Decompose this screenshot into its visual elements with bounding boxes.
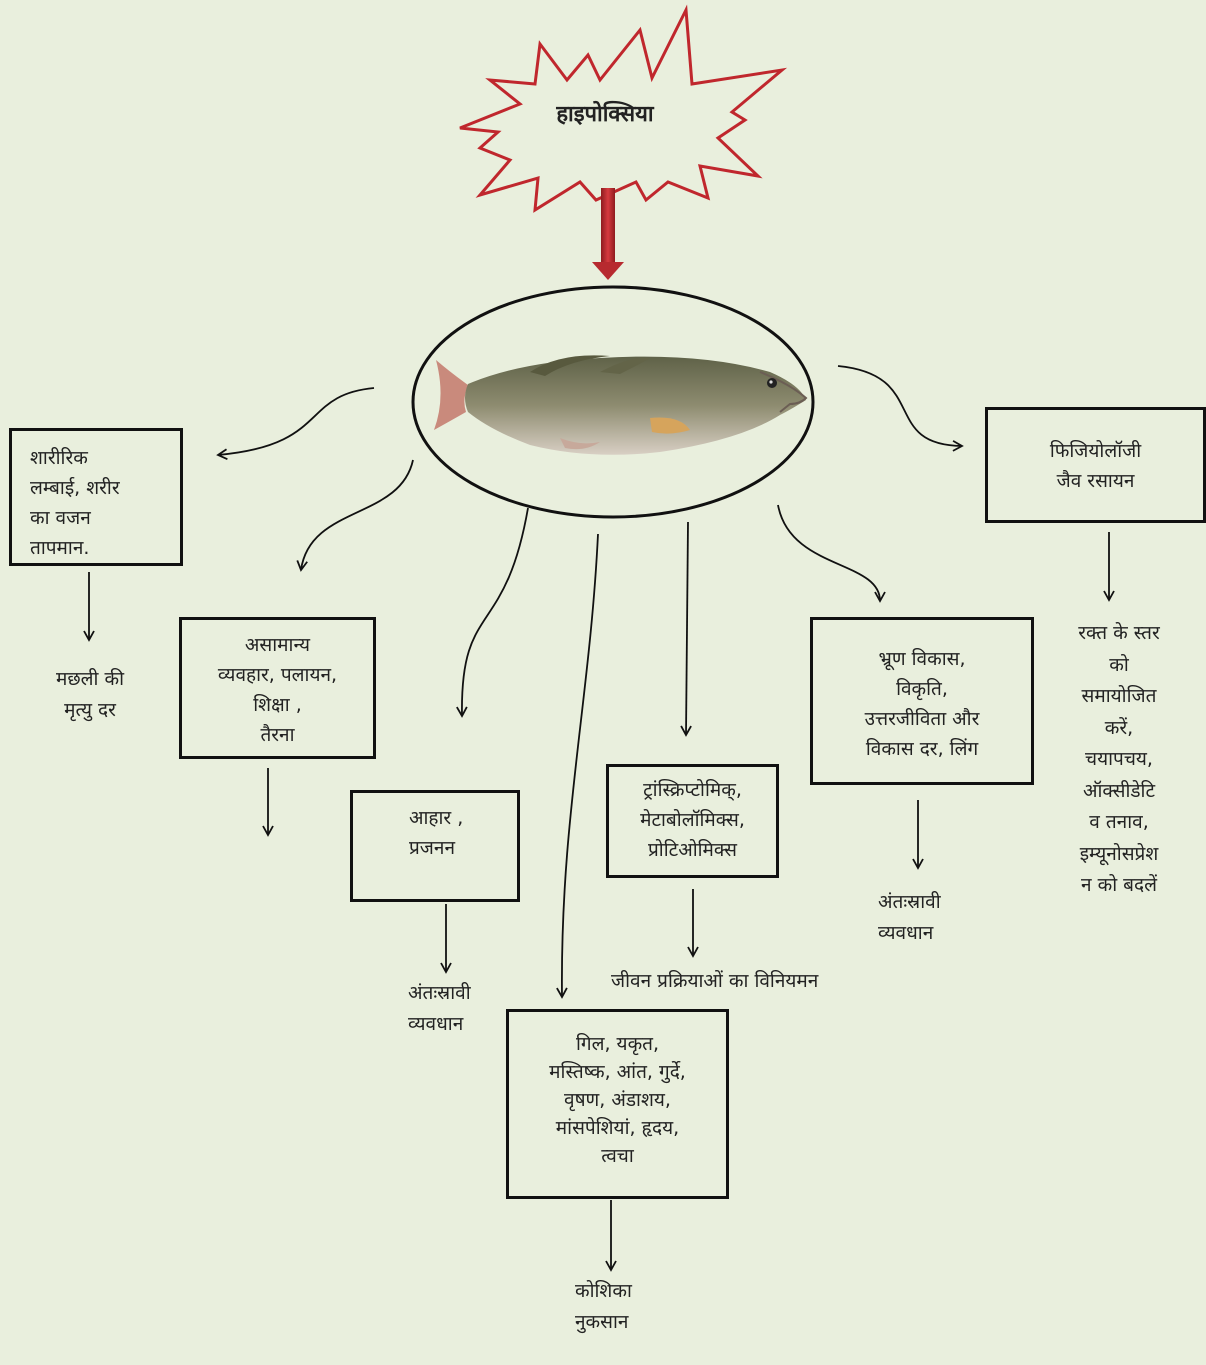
label-mortality: मछली की मृत्यु दर (30, 664, 150, 726)
line: मृत्यु दर (30, 695, 150, 726)
line: त्वचा (509, 1142, 726, 1170)
line: शिक्षा , (182, 690, 373, 720)
line: लम्बाई, शरीर (30, 473, 180, 503)
line: व्यवधान (408, 1009, 528, 1040)
line: रक्त के स्तर (1052, 618, 1186, 650)
line: ट्रांस्क्रिप्टोमिक्, (609, 775, 776, 805)
line: व तनाव, (1052, 807, 1186, 839)
line: तापमान. (30, 533, 180, 563)
line: मेटाबोलॉमिक्स, (609, 805, 776, 835)
box-omics: ट्रांस्क्रिप्टोमिक्, मेटाबोलॉमिक्स, प्रो… (606, 764, 779, 878)
line: भ्रूण विकास, (813, 644, 1031, 674)
label-cell-damage: कोशिका नुकसान (575, 1276, 695, 1338)
line: इम्यूनोसप्रेश (1052, 839, 1186, 871)
box-embryo: भ्रूण विकास, विकृति, उत्तरजीविता और विका… (810, 617, 1034, 785)
line: जीवन प्रक्रियाओं का विनियमन (611, 966, 891, 997)
line: ऑक्सीडेटि (1052, 776, 1186, 808)
connector-omics (686, 522, 688, 735)
line: का वजन (30, 503, 180, 533)
connector-embryo (778, 505, 880, 601)
line: तैरना (182, 720, 373, 750)
line: फिजियोलॉजी (988, 436, 1203, 466)
connector-diet (462, 508, 528, 716)
line: करें, (1052, 713, 1186, 745)
line: वृषण, अंडाशय, (509, 1086, 726, 1114)
line: अंतःस्रावी (878, 887, 998, 918)
line: न को बदलें (1052, 870, 1186, 902)
connector-organs (562, 534, 598, 997)
line: प्रोटिओमिक्स (609, 835, 776, 865)
connector-physiology (838, 366, 962, 446)
line: आहार , (409, 803, 517, 833)
label-life-processes: जीवन प्रक्रियाओं का विनियमन (611, 966, 891, 997)
line: गिल, यकृत, (509, 1030, 726, 1058)
line: अंतःस्रावी (408, 978, 528, 1009)
box-diet: आहार , प्रजनन (350, 790, 520, 902)
line: व्यवहार, पलायन, (182, 660, 373, 690)
box-behavior: असामान्य व्यवहार, पलायन, शिक्षा , तैरना (179, 617, 376, 759)
label-blood: रक्त के स्तर को समायोजित करें, चयापचय, ऑ… (1052, 618, 1186, 902)
connector-behavior (301, 460, 413, 570)
line: समायोजित (1052, 681, 1186, 713)
line: उत्तरजीविता और (813, 704, 1031, 734)
connector-body-metrics (218, 388, 374, 455)
line: को (1052, 650, 1186, 682)
red-down-arrow (592, 188, 624, 280)
line: नुकसान (575, 1307, 695, 1338)
box-organs: गिल, यकृत, मस्तिष्क, आंत, गुर्दे, वृषण, … (506, 1009, 729, 1199)
label-endocrine-left: अंतःस्रावी व्यवधान (408, 978, 528, 1040)
line: मछली की (30, 664, 150, 695)
line: मांसपेशियां, हृदय, (509, 1114, 726, 1142)
line: विकास दर, लिंग (813, 734, 1031, 764)
line: चयापचय, (1052, 744, 1186, 776)
line: असामान्य (182, 630, 373, 660)
box-physiology: फिजियोलॉजी जैव रसायन (985, 407, 1206, 523)
line: कोशिका (575, 1276, 695, 1307)
line: मस्तिष्क, आंत, गुर्दे, (509, 1058, 726, 1086)
box-body-metrics: शारीरिक लम्बाई, शरीर का वजन तापमान. (9, 428, 183, 566)
line: विकृति, (813, 674, 1031, 704)
label-endocrine-right: अंतःस्रावी व्यवधान (878, 887, 998, 949)
line: जैव रसायन (988, 466, 1203, 496)
diagram-title: हाइपोक्सिया (520, 98, 690, 128)
line: प्रजनन (409, 833, 517, 863)
line: शारीरिक (30, 443, 180, 473)
line: व्यवधान (878, 918, 998, 949)
